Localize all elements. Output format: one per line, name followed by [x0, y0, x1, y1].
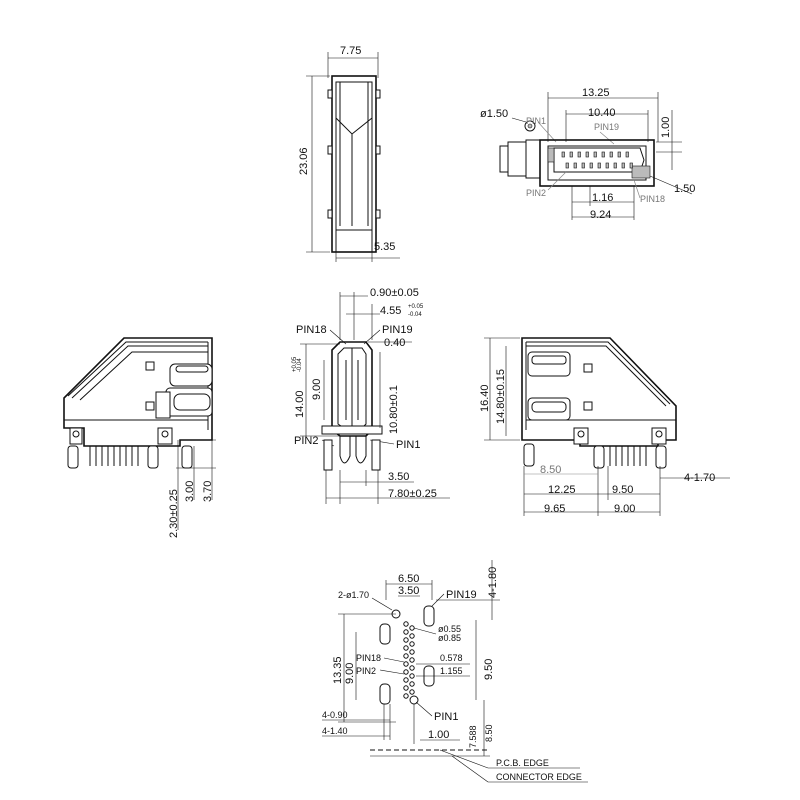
dim-side-right-w3: 9.50 — [612, 484, 633, 496]
label-foot-pin19: PIN19 — [446, 589, 477, 601]
pcb-footprint: 6.50 3.50 2-ø1.70 PIN19 4-1.80 ø0.55 — [322, 560, 588, 783]
label-foot-pin18: PIN18 — [356, 653, 381, 663]
dim-foot-width-outer: 6.50 — [398, 573, 419, 585]
dim-section-depth-tol-minus: -0.04 — [408, 312, 422, 318]
dim-foot-slot-b: 4-1.40 — [322, 726, 348, 736]
dim-foot-width-inner: 3.50 — [398, 585, 419, 597]
label-front-pin19: PIN19 — [594, 122, 619, 132]
dim-foot-height-left: 13.35 — [332, 656, 344, 684]
dim-section-height-tol-minus: -0.04 — [297, 358, 303, 372]
label-pcb-edge: P.C.B. EDGE — [496, 758, 549, 768]
dim-section-gap: 0.40 — [384, 337, 405, 349]
dim-side-left-d3: 3.70 — [202, 481, 214, 502]
side-view-right: 16.40 14.80±0.15 8.50 12.25 9.50 4-1.70 … — [479, 337, 730, 516]
dim-section-height-tol-plus: +0.05 — [292, 356, 298, 372]
label-front-pin18: PIN18 — [640, 194, 665, 204]
dim-section-total: 7.80±0.25 — [388, 488, 437, 500]
dim-front-corner: 1.50 — [674, 183, 695, 195]
dim-section-depth: 4.55 — [380, 305, 401, 317]
label-front-pin2: PIN2 — [526, 188, 546, 198]
dim-foot-slot-a: 4-0.90 — [322, 710, 348, 720]
dim-front-pin-span: 9.24 — [590, 209, 611, 221]
label-section-pin2: PIN2 — [294, 435, 318, 447]
dim-foot-height-right: 9.50 — [483, 659, 495, 680]
dim-section-pin-row: 3.50 — [388, 471, 409, 483]
footprint-pad-grid — [403, 621, 415, 699]
dim-side-right-w5: 9.65 — [544, 503, 565, 515]
dim-foot-edge-gap: 7.588 — [468, 725, 478, 748]
dim-side-left-d2: 3.00 — [184, 481, 196, 502]
side-view-left: 2.30±0.25 3.00 3.70 — [63, 337, 216, 538]
dim-top-height: 23.06 — [298, 147, 310, 175]
dim-section-thickness: 0.90±0.05 — [370, 287, 419, 299]
dim-section-depth-tol-plus: +0.05 — [408, 304, 424, 310]
dim-front-overall-width: 13.25 — [582, 87, 610, 99]
dim-side-right-w2: 12.25 — [548, 484, 576, 496]
dim-side-right-h-outer: 16.40 — [479, 384, 491, 412]
dim-foot-edge-dist: 8.50 — [484, 724, 494, 742]
dim-foot-pitch-b: 1.155 — [440, 666, 463, 676]
label-foot-pin2: PIN2 — [356, 666, 376, 676]
dim-section-height: 14.00 — [294, 390, 306, 418]
section-view: 0.90±0.05 4.55 +0.05 -0.04 PIN18 PIN19 0… — [292, 287, 450, 504]
dim-side-right-w4: 4-1.70 — [684, 472, 715, 484]
dim-side-right-w6: 9.00 — [614, 503, 635, 515]
dim-side-right-w1: 8.50 — [540, 464, 561, 476]
dim-front-pitch: 1.16 — [592, 192, 613, 204]
top-view: 7.75 23.06 5.35 — [298, 45, 400, 262]
dim-side-right-h-inner: 14.80±0.15 — [495, 369, 507, 424]
dim-front-offset-right: 1.00 — [660, 117, 672, 138]
dim-top-width: 7.75 — [340, 45, 361, 57]
dim-side-left-d1: 2.30±0.25 — [168, 489, 180, 538]
dim-section-body: 10.80±0.1 — [388, 385, 400, 434]
dim-foot-slots: 4-1.80 — [487, 567, 499, 598]
label-front-pin1: PIN1 — [526, 116, 546, 126]
dim-foot-pitch-a: 0.578 — [440, 653, 463, 663]
dim-section-inner: 9.00 — [311, 379, 323, 400]
dim-foot-offset: 1.00 — [428, 729, 449, 741]
side-right-pins — [609, 446, 647, 466]
dim-front-inner-width: 10.40 — [588, 107, 616, 119]
label-section-pin19: PIN19 — [382, 324, 413, 336]
dim-top-bottom-width: 5.35 — [374, 241, 395, 253]
dim-foot-pad-dia-a: ø0.55 — [438, 624, 461, 634]
label-connector-edge: CONNECTOR EDGE — [496, 772, 582, 782]
dim-front-hole-dia: ø1.50 — [480, 108, 508, 120]
front-view: 13.25 10.40 1.00 ø1.50 PIN1 PIN19 — [480, 87, 695, 221]
label-foot-pin1: PIN1 — [434, 711, 458, 723]
label-section-pin1: PIN1 — [396, 439, 420, 451]
dim-foot-inner-left: 9.00 — [344, 663, 356, 684]
dim-foot-pad-dia-b: ø0.85 — [438, 633, 461, 643]
front-pin-row — [561, 151, 633, 169]
label-section-pin18: PIN18 — [296, 324, 327, 336]
dim-foot-holes: 2-ø1.70 — [338, 590, 369, 600]
side-left-pins — [89, 446, 139, 466]
